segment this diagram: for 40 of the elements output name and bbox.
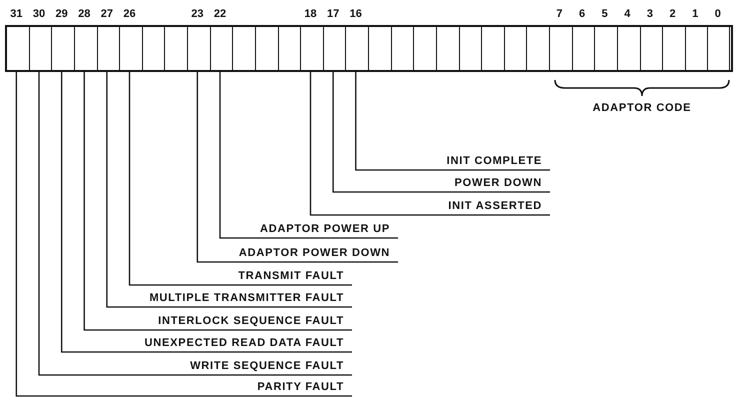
- field-label: UNEXPECTED READ DATA FAULT: [144, 337, 344, 350]
- bit-number: 29: [54, 8, 69, 21]
- bit-number: 2: [668, 8, 677, 21]
- leader-line: [219, 72, 398, 239]
- bit-number: 4: [623, 8, 632, 21]
- field-label: ADAPTOR POWER UP: [260, 223, 390, 236]
- bit-number: 5: [600, 8, 609, 21]
- bit-number: 7: [555, 8, 564, 21]
- bit-number: 22: [212, 8, 228, 21]
- field-label: TRANSMIT FAULT: [238, 270, 344, 283]
- leader-line: [310, 72, 550, 216]
- bit-number: 1: [691, 8, 700, 21]
- bit-number: 17: [326, 8, 340, 21]
- bit-number: 26: [122, 8, 137, 21]
- bit-number: 16: [348, 8, 363, 21]
- bit-number: 30: [32, 8, 46, 21]
- leader-line: [196, 72, 398, 263]
- field-label: INIT COMPLETE: [446, 155, 542, 168]
- field-label: ADAPTOR CODE: [592, 102, 692, 115]
- field-label: PARITY FAULT: [257, 381, 344, 394]
- bit-number: 27: [100, 8, 114, 21]
- field-label: ADAPTOR POWER DOWN: [238, 247, 390, 260]
- leader-line: [128, 72, 352, 286]
- leader-line: [355, 72, 550, 171]
- leader-line: [106, 72, 352, 308]
- field-label: INTERLOCK SEQUENCE FAULT: [158, 315, 344, 328]
- register-box: [5, 25, 733, 72]
- bit-number: 0: [714, 8, 722, 21]
- bit-number: 3: [646, 8, 654, 21]
- bit-number: 23: [190, 8, 204, 21]
- bit-number: 28: [77, 8, 92, 21]
- bit-number: 31: [9, 8, 24, 21]
- field-label: POWER DOWN: [454, 177, 542, 190]
- bit-number: 18: [303, 8, 318, 21]
- field-label: INIT ASSERTED: [448, 200, 542, 213]
- bit-number: 6: [578, 8, 586, 21]
- leader-line: [332, 72, 550, 193]
- leader-line: [84, 72, 352, 331]
- field-label: WRITE SEQUENCE FAULT: [190, 360, 344, 373]
- field-label: MULTIPLE TRANSMITTER FAULT: [149, 292, 344, 305]
